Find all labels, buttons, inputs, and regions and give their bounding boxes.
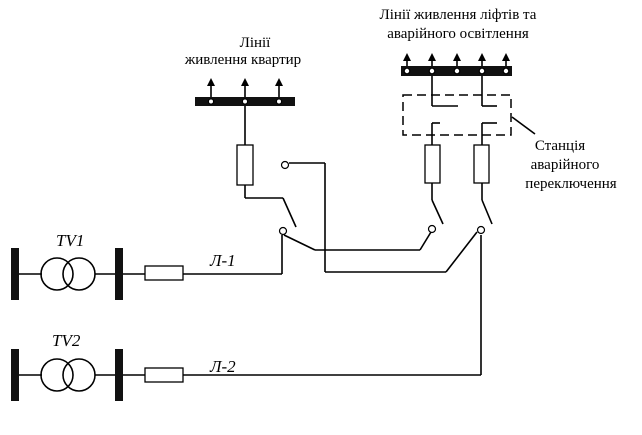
tv1-winding-1 xyxy=(40,257,74,291)
lift-bus-group xyxy=(401,53,512,76)
tv1-label: TV1 xyxy=(56,231,84,250)
lift-lines-label-1: Лінії живлення ліфтів та xyxy=(380,7,537,23)
tv2-winding-1 xyxy=(40,358,74,392)
tv2-winding-2 xyxy=(62,358,96,392)
tv2-label: TV2 xyxy=(52,331,81,350)
apartment-fuse xyxy=(236,144,254,186)
lift-fuse-left xyxy=(424,144,441,184)
line-l1-label: Л-1 xyxy=(209,251,236,270)
lift-switch-right-blade xyxy=(481,199,493,225)
apartment-lines-label-1: Лінії xyxy=(240,35,272,51)
lift-switch-left-contact xyxy=(427,224,437,234)
tv2-lv-bus xyxy=(115,349,123,401)
l1-fuse xyxy=(144,265,184,281)
station-label-2: аварійного xyxy=(531,157,600,173)
station-leader-line xyxy=(511,116,536,135)
lift-switch-left-blade xyxy=(431,199,444,225)
tv1-hv-bus xyxy=(11,248,19,300)
station-label-3: переключення xyxy=(525,176,617,192)
tv1-lv-bus xyxy=(115,248,123,300)
apartment-switch-blade xyxy=(282,197,297,228)
lift-lines-label-2: аварійного освітлення xyxy=(387,26,529,42)
tv1-winding-2 xyxy=(62,257,96,291)
tv2-hv-bus xyxy=(11,349,19,401)
emergency-switching-station xyxy=(402,94,512,136)
tv1-transformer xyxy=(11,248,123,300)
lift-switch-right-contact xyxy=(476,225,486,235)
line-l2-label: Л-2 xyxy=(209,357,236,376)
lift-fuse-right xyxy=(473,144,490,184)
l2-fuse xyxy=(144,367,184,383)
apartment-switch-contact-l1 xyxy=(278,226,288,236)
tv2-transformer xyxy=(11,349,123,401)
station-label-1: Станція xyxy=(535,138,585,154)
apartment-switch-contact-l2 xyxy=(280,160,290,170)
apartment-bus-group xyxy=(195,78,295,106)
apartment-lines-label-2: живлення квартир xyxy=(184,52,301,68)
